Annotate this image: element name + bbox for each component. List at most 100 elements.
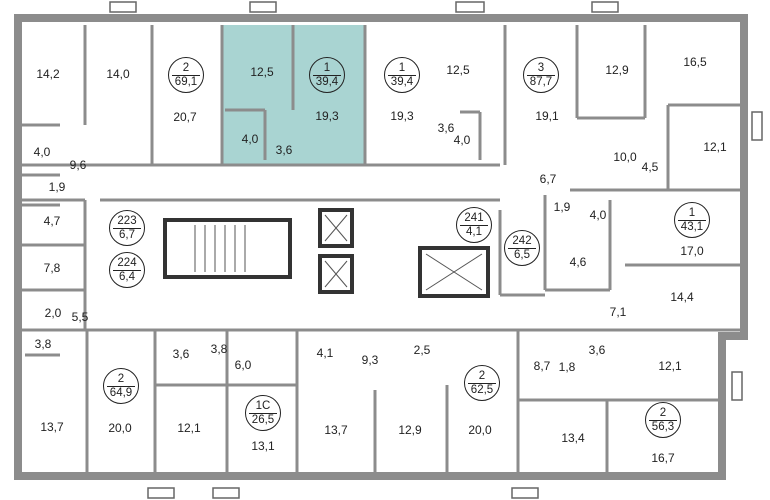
room-area-label: 3,8 bbox=[34, 337, 52, 351]
room-area-label: 4,5 bbox=[641, 160, 659, 174]
outer-wall bbox=[14, 14, 748, 480]
apartment-rooms: 242 bbox=[508, 235, 536, 249]
room-area-label: 2,5 bbox=[413, 343, 431, 357]
apartment-rooms: 223 bbox=[113, 215, 141, 229]
apartment-rooms: 1 bbox=[313, 62, 341, 76]
room-area-label: 6,0 bbox=[234, 358, 252, 372]
room-area-label: 5,5 bbox=[71, 310, 89, 324]
apartment-area: 39,4 bbox=[315, 75, 339, 88]
room-area-label: 12,5 bbox=[446, 63, 470, 77]
room-area-label: 20,0 bbox=[468, 423, 492, 437]
apartment-rooms: 2 bbox=[649, 407, 677, 421]
room-area-label: 13,1 bbox=[251, 439, 275, 453]
room-area-label: 19,3 bbox=[315, 109, 339, 123]
room-area-label: 20,0 bbox=[108, 421, 132, 435]
window bbox=[212, 487, 240, 499]
apartment-area: 43,1 bbox=[680, 220, 704, 233]
apartment-area: 4,1 bbox=[466, 225, 482, 238]
room-area-label: 4,0 bbox=[33, 145, 51, 159]
room-area-label: 1,8 bbox=[558, 360, 576, 374]
room-area-label: 2,0 bbox=[44, 306, 62, 320]
room-area-label: 12,1 bbox=[703, 140, 727, 154]
room-area-label: 12,5 bbox=[250, 65, 274, 79]
stairwell bbox=[163, 218, 292, 279]
room-area-label: 17,0 bbox=[680, 244, 704, 258]
room-area-label: 12,1 bbox=[177, 421, 201, 435]
apartment-rooms: 1С bbox=[249, 400, 277, 414]
apartment-area: 87,7 bbox=[529, 75, 553, 88]
apartment-area: 6,4 bbox=[119, 270, 135, 283]
apartment-rooms: 2 bbox=[107, 373, 135, 387]
apartment-area: 64,9 bbox=[109, 386, 133, 399]
room-area-label: 4,0 bbox=[241, 132, 259, 146]
room-area-label: 9,3 bbox=[361, 353, 379, 367]
room-area-label: 4,0 bbox=[589, 208, 607, 222]
window bbox=[591, 1, 619, 13]
elevator-1 bbox=[318, 208, 354, 248]
room-area-label: 14,2 bbox=[36, 67, 60, 81]
apartment-area: 62,5 bbox=[470, 383, 494, 396]
apartment-area: 26,5 bbox=[251, 413, 275, 426]
room-area-label: 12,9 bbox=[398, 423, 422, 437]
apartment-rooms: 1 bbox=[388, 62, 416, 76]
room-area-label: 16,5 bbox=[683, 55, 707, 69]
apartment-rooms: 224 bbox=[113, 257, 141, 271]
room-area-label: 4,1 bbox=[316, 346, 334, 360]
room-area-label: 6,7 bbox=[539, 172, 557, 186]
apartment-area: 69,1 bbox=[174, 75, 198, 88]
room-area-label: 14,4 bbox=[670, 290, 694, 304]
room-area-label: 4,0 bbox=[453, 133, 471, 147]
room-area-label: 12,9 bbox=[605, 63, 629, 77]
room-area-label: 20,7 bbox=[173, 110, 197, 124]
room-area-label: 8,7 bbox=[533, 359, 551, 373]
window bbox=[511, 487, 539, 499]
room-area-label: 1,9 bbox=[553, 200, 571, 214]
room-area-label: 4,6 bbox=[569, 255, 587, 269]
room-area-label: 13,7 bbox=[324, 423, 348, 437]
room-area-label: 13,4 bbox=[561, 431, 585, 445]
window bbox=[109, 1, 137, 13]
window bbox=[147, 487, 175, 499]
room-area-label: 12,1 bbox=[658, 359, 682, 373]
room-area-label: 16,7 bbox=[651, 451, 675, 465]
apartment-rooms: 2 bbox=[468, 370, 496, 384]
room-area-label: 7,8 bbox=[43, 261, 61, 275]
apartment-area: 6,7 bbox=[119, 228, 135, 241]
apartment-area: 6,5 bbox=[514, 248, 530, 261]
apartment-area: 56,3 bbox=[651, 420, 675, 433]
room-area-label: 3,6 bbox=[275, 143, 293, 157]
room-area-label: 3,8 bbox=[210, 342, 228, 356]
window bbox=[249, 1, 277, 13]
room-area-label: 19,1 bbox=[535, 109, 559, 123]
window bbox=[731, 371, 743, 401]
window bbox=[455, 1, 485, 13]
room-area-label: 7,1 bbox=[609, 305, 627, 319]
room-area-label: 13,7 bbox=[40, 420, 64, 434]
room-area-label: 3,6 bbox=[588, 343, 606, 357]
room-area-label: 3,6 bbox=[172, 347, 190, 361]
freight-elevator bbox=[418, 246, 490, 298]
room-area-label: 14,0 bbox=[106, 67, 130, 81]
apartment-area: 39,4 bbox=[390, 75, 414, 88]
apartment-rooms: 1 bbox=[678, 207, 706, 221]
apartment-rooms: 241 bbox=[460, 212, 488, 226]
window bbox=[751, 111, 763, 141]
room-area-label: 19,3 bbox=[390, 109, 414, 123]
elevator-2 bbox=[318, 254, 354, 294]
room-area-label: 4,7 bbox=[43, 214, 61, 228]
